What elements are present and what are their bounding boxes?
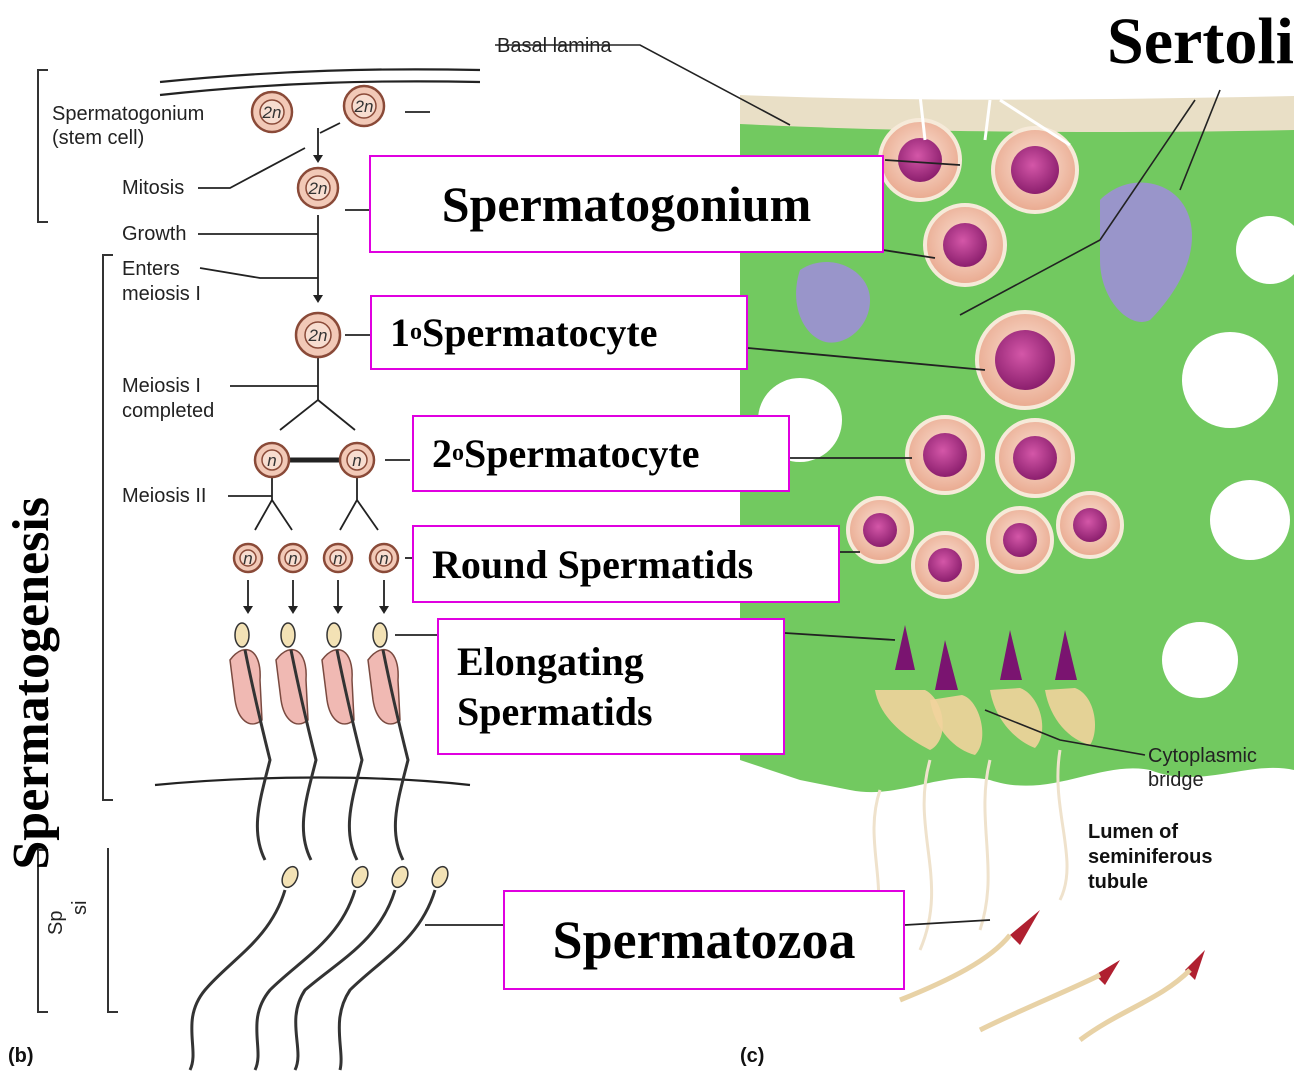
stem-cell-label-line1: Spermatogonium [52,103,204,125]
secondary-degree-mark: o [452,440,464,467]
growth-label: Growth [122,223,186,245]
cut-off-label-2: si [69,901,91,915]
meiosis-i-label-line1: Meiosis I [122,375,201,397]
ploidy-label: n [379,549,388,568]
primary-spermatocyte-number: 1 [390,309,410,356]
meiosis-ii-label: Meiosis II [122,485,206,507]
cytoplasmic-bridge-label-line1: Cytoplasmic [1148,745,1257,767]
round-spermatids-label-box: Round Spermatids [412,525,840,603]
primary-spermatocyte-label: Spermatocyte [422,309,657,356]
released-spermatozoa [860,750,1205,1040]
lumen-label-line2: seminiferous [1088,846,1212,868]
elongating-spermatids-label-box: Elongating Spermatids [437,618,785,755]
ploidy-label: 2n [308,179,328,198]
basal-lamina-label: Basal lamina [497,35,612,57]
panel-b-label: (b) [8,1045,34,1067]
ploidy-label: n [288,549,297,568]
primary-degree-mark: o [410,319,422,346]
meiosis-i-label-line2: completed [122,400,214,422]
spermatogonium-label: Spermatogonium [442,175,811,233]
ploidy-label: 2n [262,103,282,122]
small-arrows [243,155,389,614]
enters-meiosis-label-line1: Enters [122,258,180,280]
ploidy-label: n [333,549,342,568]
elongating-spermatids-label-line1: Elongating [457,637,644,687]
secondary-spermatocyte-label: Spermatocyte [464,430,699,477]
elongating-spermatids-label-line2: Spermatids [457,687,653,737]
spermatozoa-label: Spermatozoa [553,909,856,971]
secondary-spermatocyte-number: 2 [432,430,452,477]
ploidy-label: n [352,451,361,470]
ploidy-label: 2n [354,97,374,116]
cytoplasmic-bridge-label-line2: bridge [1148,769,1204,791]
mitosis-label: Mitosis [122,177,184,199]
side-title: Spermatogenesis [2,497,61,870]
round-spermatids-label: Round Spermatids [432,541,753,588]
ploidy-label: 2n [308,326,328,345]
schematic-spermatozoa [190,864,451,1070]
schematic-elongating-spermatids [230,623,408,860]
panel-c-label: (c) [740,1045,764,1067]
cut-off-label-1: Sp [45,911,67,935]
side-title-wrapper: Spermatogenesis [2,400,72,870]
ploidy-label: n [267,451,276,470]
lumen-label-line3: tubule [1088,871,1148,893]
lumen-label-line1: Lumen of [1088,821,1178,843]
enters-meiosis-label-line2: meiosis I [122,283,201,305]
spermatozoa-label-box: Spermatozoa [503,890,905,990]
sertoli-title: Sertoli [1107,4,1294,80]
spermatogonium-label-box: Spermatogonium [369,155,884,253]
stem-cell-label-line2: (stem cell) [52,127,144,149]
ploidy-label: n [243,549,252,568]
